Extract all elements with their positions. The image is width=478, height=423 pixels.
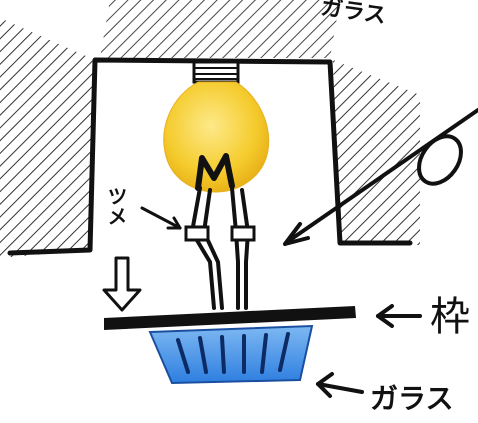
down-arrow (104, 258, 140, 310)
frame-pointer-arrow (378, 306, 420, 326)
label-claw: ツメ (104, 186, 128, 226)
glass-pointer-arrow (318, 374, 362, 396)
claw-supports (186, 188, 254, 308)
glass-shade (150, 326, 312, 383)
bulb-socket (194, 62, 238, 82)
claw-left (186, 227, 208, 240)
claw-pointer-arrow (142, 208, 180, 228)
ceiling-left-hatch (0, 18, 95, 258)
light-bulb (164, 82, 269, 192)
frame-bar (104, 306, 356, 330)
label-bottom-glass: ガラス (370, 382, 453, 415)
claw-right (232, 227, 254, 240)
label-frame: 枠 (430, 294, 470, 340)
